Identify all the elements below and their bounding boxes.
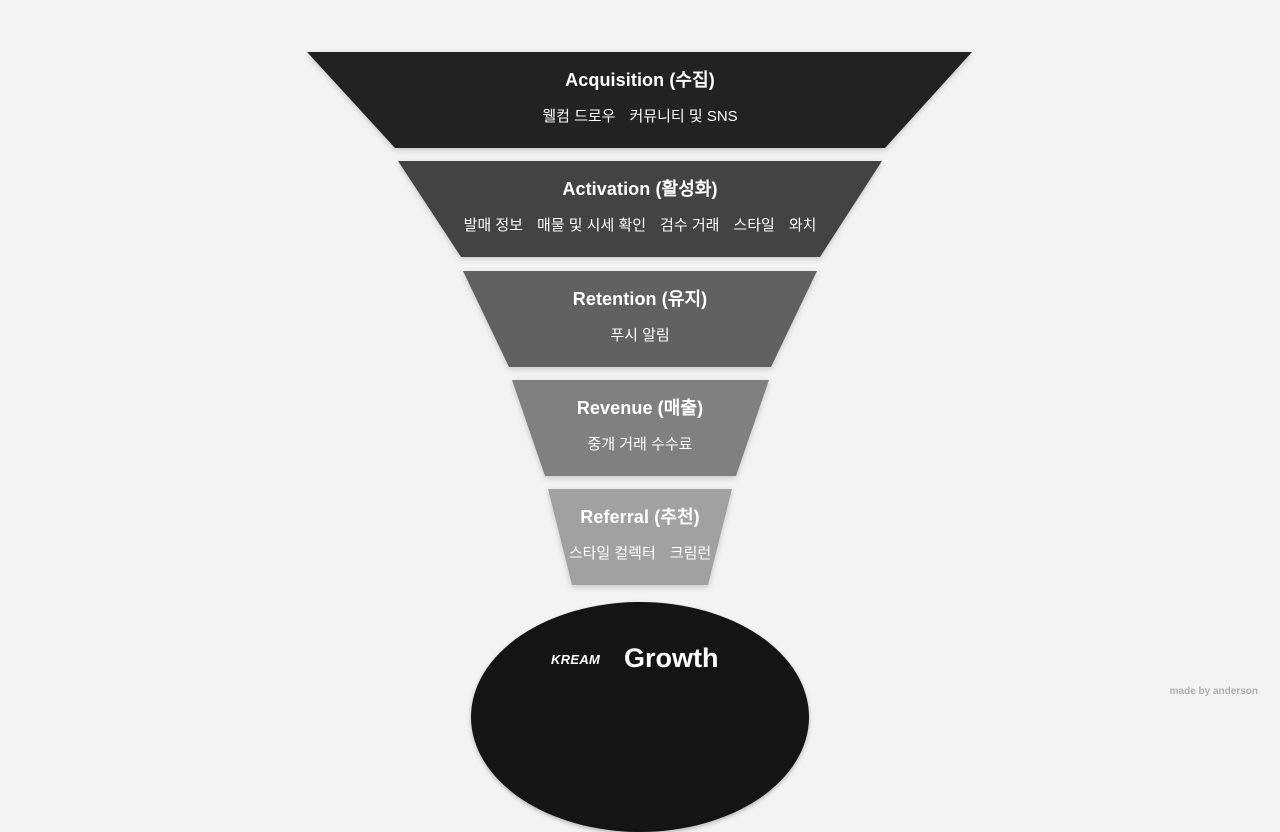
layer-item: 웰컴 드로우 — [542, 108, 616, 125]
layer-items-retention: 푸시 알림 — [0, 324, 1280, 345]
funnel-shape-referral — [548, 489, 732, 585]
layer-title-acquisition: Acquisition (수집) — [565, 70, 715, 90]
funnel-trapezoid-retention — [463, 271, 817, 367]
layer-title-activation: Activation (활성화) — [562, 179, 718, 199]
funnel-shape-revenue — [512, 380, 769, 476]
layer-item: 크림런 — [669, 545, 712, 562]
layer-items-referral: 스타일 컬렉터 크림런 — [0, 542, 1280, 563]
growth-ellipse — [471, 602, 809, 832]
funnel-trapezoid-revenue — [512, 380, 769, 476]
funnel-shape-retention — [463, 271, 817, 367]
layer-title-retention: Retention (유지) — [572, 289, 708, 309]
funnel-layer-retention: Retention (유지) 푸시 알림 — [0, 271, 1280, 367]
layer-items-acquisition: 웰컴 드로우 커뮤니티 및 SNS — [0, 105, 1280, 126]
funnel-trapezoid-activation — [398, 161, 882, 257]
layer-title-referral: Referral (추천) — [580, 507, 700, 527]
layer-title-revenue: Revenue (매출) — [576, 398, 704, 418]
funnel-trapezoid-referral — [548, 489, 732, 585]
funnel-layer-acquisition: Acquisition (수집) 웰컴 드로우 커뮤니티 및 SNS — [0, 52, 1280, 148]
layer-item: 스타일 — [733, 217, 775, 234]
layer-item: 매물 및 시세 확인 — [536, 217, 647, 234]
layer-item: 발매 정보 — [463, 217, 523, 234]
layer-items-activation: 발매 정보 매물 및 시세 확인 검수 거래 스타일 와치 — [0, 214, 1280, 235]
layer-item: 푸시 알림 — [610, 327, 670, 344]
layer-item: 커뮤니티 및 SNS — [629, 108, 738, 125]
kream-logo: KREAM — [551, 652, 601, 667]
growth-label: Growth — [624, 643, 719, 673]
funnel-shape-activation — [398, 161, 882, 257]
funnel-trapezoid-acquisition — [307, 52, 972, 148]
layer-item: 중개 거래 수수료 — [587, 436, 693, 453]
author-credit: made by anderson — [1169, 686, 1258, 697]
layer-items-revenue: 중개 거래 수수료 — [0, 433, 1280, 454]
funnel-layer-revenue: Revenue (매출) 중개 거래 수수료 — [0, 380, 1280, 476]
funnel-layer-referral: Referral (추천) 스타일 컬렉터 크림런 — [0, 489, 1280, 585]
funnel-layer-activation: Activation (활성화) 발매 정보 매물 및 시세 확인 검수 거래 … — [0, 161, 1280, 257]
layer-item: 와치 — [788, 217, 817, 234]
funnel-shape-acquisition — [307, 52, 972, 148]
layer-item: 스타일 컬렉터 — [568, 545, 656, 562]
layer-item: 검수 거래 — [660, 217, 720, 234]
